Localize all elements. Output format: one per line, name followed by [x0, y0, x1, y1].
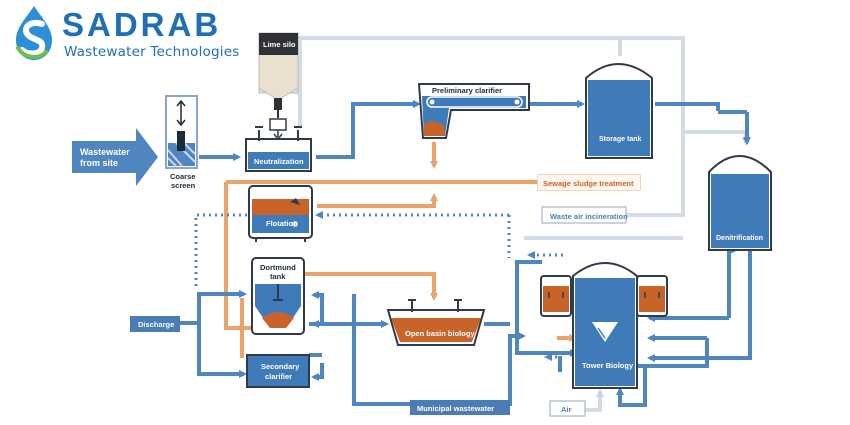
neutralization-tank	[245, 118, 312, 172]
secondary-clarifier	[246, 354, 310, 388]
lime-silo-label: Lime silo	[263, 40, 296, 49]
storage-tank	[585, 63, 653, 159]
flotation-unit	[248, 185, 313, 242]
denitrification-label: Denitrification	[716, 235, 763, 242]
lime-silo	[258, 32, 299, 118]
dortmund-tank-label-2: tank	[270, 272, 286, 281]
dotted-lines	[194, 211, 563, 361]
sewage-sludge-treatment-label: Sewage sludge treatment	[543, 179, 634, 188]
inlet-arrow	[72, 128, 158, 186]
air-label: Air	[561, 405, 572, 414]
secondary-clarifier-label-1: Secondary	[261, 362, 300, 371]
municipal-wastewater-box	[410, 400, 510, 415]
flotation-label: Flotation	[266, 219, 298, 228]
neutralization-label: Neutralization	[254, 157, 304, 166]
waste-air-incineration-box	[541, 206, 627, 224]
air-box	[549, 400, 586, 417]
preliminary-clarifier	[417, 83, 530, 139]
secondary-clarifier-label-2: clarifier	[265, 372, 292, 381]
discharge-box	[130, 316, 180, 332]
wastewater-from-site-label-2: from site	[80, 158, 118, 168]
dortmund-tank-label-1: Dortmund	[260, 263, 296, 272]
brand-tagline: Wastewater Technologies	[64, 44, 240, 60]
wastewater-from-site-label-1: Wastewater	[80, 147, 130, 157]
storage-tank-label: Storage tank	[599, 136, 642, 143]
sadrab-logo-icon	[16, 6, 52, 60]
open-basin-biology-label: Open basin biology	[405, 329, 475, 338]
discharge-label: Discharge	[138, 320, 174, 329]
waste-air-incineration-label: Waste air incineration	[550, 212, 628, 221]
open-basin-biology	[386, 299, 486, 346]
tower-biology-label: Tower Biology	[582, 361, 634, 370]
municipal-wastewater-label: Municipal wastewater	[417, 404, 494, 413]
dortmund-tank	[251, 257, 305, 335]
preliminary-clarifier-label: Preliminary clarifier	[432, 86, 502, 95]
coarse-screen-label-2: screen	[171, 181, 196, 190]
tower-biology	[572, 262, 638, 389]
coarse-screen-label-1: Coarse	[170, 172, 195, 181]
denitrification-tank	[708, 155, 772, 251]
brand-name: SADRAB	[62, 6, 222, 43]
coarse-screen	[165, 95, 198, 169]
